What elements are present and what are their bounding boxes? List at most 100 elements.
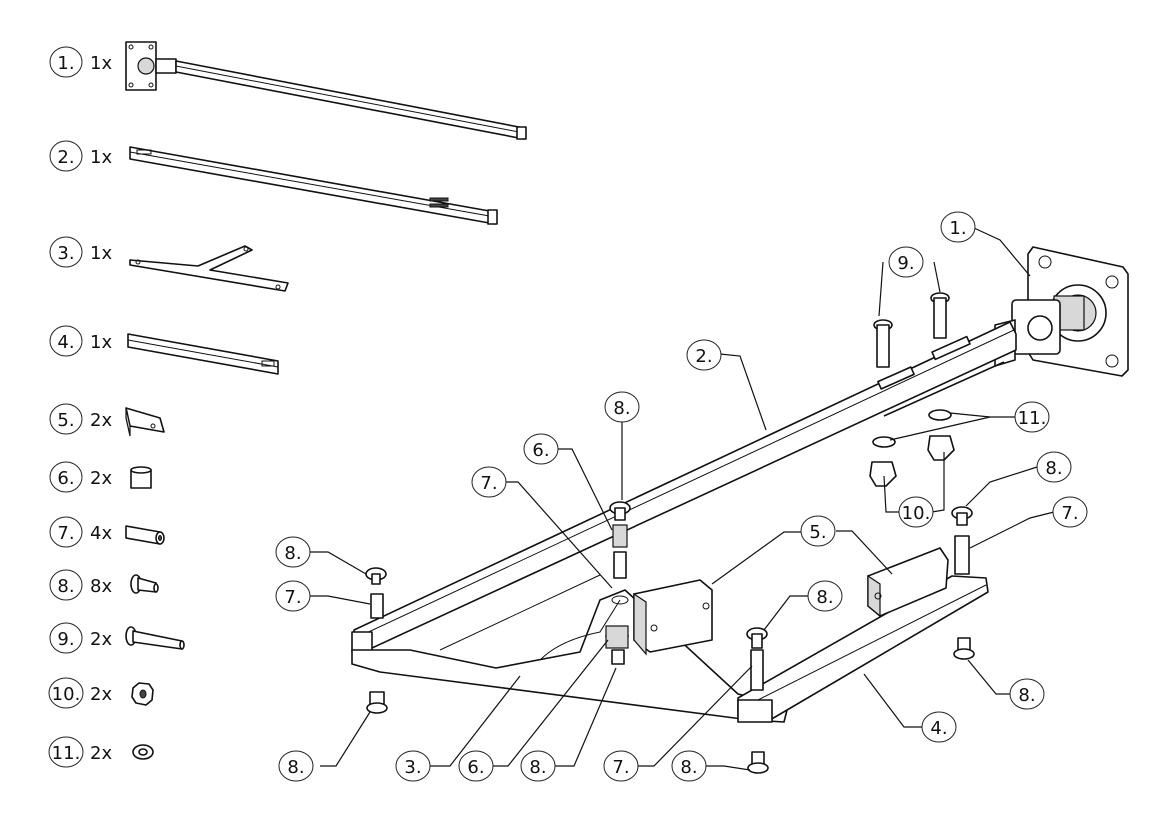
part-number: 8. (57, 576, 74, 597)
part-number: 6. (57, 468, 74, 489)
part-number: 7. (57, 523, 74, 544)
part-number: 2. (57, 147, 74, 168)
part-number: 4. (57, 332, 74, 353)
callout-label: 6. (467, 757, 484, 778)
callout-label: 9. (897, 253, 914, 274)
part-qty: 1x (90, 147, 112, 168)
part-qty: 2x (90, 410, 112, 431)
callout-label: 8. (1045, 458, 1062, 479)
callout-8: 8. (604, 391, 640, 423)
angle-bracket-right (867, 547, 949, 618)
washer-a (928, 409, 952, 421)
callout-2: 2. (686, 339, 722, 371)
lock-nut-icon (131, 682, 154, 706)
callout-label: 3. (404, 757, 421, 778)
callout-7: 7. (275, 580, 311, 612)
callout-8: 8. (1009, 678, 1045, 710)
callout-8: 8. (671, 750, 707, 782)
long-bolt-b (930, 292, 950, 339)
bolt-group-right (951, 506, 973, 575)
lock-nut-b (869, 461, 897, 487)
callout-label: 7. (480, 473, 497, 494)
washer-b (872, 436, 896, 448)
parts-list-row-4: 4. 1x (49, 325, 279, 375)
part-number: 1. (57, 53, 74, 74)
part-qty: 1x (90, 243, 112, 264)
angle-bracket-icon (125, 407, 165, 437)
callout-8: 8. (275, 536, 311, 568)
callout-7: 7. (603, 750, 639, 782)
callout-7: 7. (1052, 496, 1088, 528)
bolt-group-center (609, 501, 631, 605)
parts-list: 1. 1x 2. 1x (48, 41, 527, 768)
callout-7: 7. (471, 466, 507, 498)
slotted-bar-icon (129, 146, 498, 225)
bolt-group-left (365, 567, 387, 619)
callout-1: 1. (940, 211, 976, 243)
main-bar (351, 321, 1017, 653)
callout-9: 9. (888, 246, 924, 278)
channel-bar-icon (127, 333, 279, 375)
callout-label: 8. (816, 587, 833, 608)
callout-label: 10. (902, 503, 931, 524)
part-qty: 2x (90, 684, 112, 705)
callout-6: 6. (458, 750, 494, 782)
callout-5: 5. (800, 515, 836, 547)
spacer-tube-icon (125, 525, 165, 545)
callout-label: 7. (284, 587, 301, 608)
callout-label: 5. (809, 522, 826, 543)
parts-list-row-1: 1. 1x (49, 41, 527, 140)
part-number: 3. (57, 243, 74, 264)
t-plate-icon (129, 245, 289, 292)
part-number: 11. (52, 743, 81, 764)
lock-nut-a (927, 435, 955, 461)
callout-label: 7. (1061, 503, 1078, 524)
long-bolt-icon (125, 626, 185, 650)
parts-list-row-2: 2. 1x (49, 140, 498, 225)
callout-label: 8. (529, 757, 546, 778)
callout-3: 3. (395, 750, 431, 782)
parts-list-row-9: 9. 2x (49, 622, 185, 654)
callout-label: 6. (532, 440, 549, 461)
parts-list-row-8: 8. 8x (49, 569, 159, 601)
assembly-view (351, 246, 1129, 774)
callout-label: 7. (612, 757, 629, 778)
callout-label: 4. (930, 718, 947, 739)
part-number: 10. (52, 684, 81, 705)
callout-6: 6. (523, 433, 559, 465)
callout-label: 8. (287, 757, 304, 778)
long-bolt-a (873, 319, 893, 368)
part-qty: 2x (90, 468, 112, 489)
washer-icon (132, 744, 154, 760)
parts-list-row-11: 11. 2x (48, 736, 154, 768)
callout-label: 2. (695, 346, 712, 367)
callout-label: 8. (284, 543, 301, 564)
callout-10: 10. (898, 496, 934, 528)
callout-8: 8. (1036, 451, 1072, 483)
part-qty: 2x (90, 629, 112, 650)
parts-list-row-7: 7. 4x (49, 516, 165, 548)
angle-bracket-left (633, 579, 713, 656)
callout-label: 8. (613, 398, 630, 419)
callout-4: 4. (921, 711, 957, 743)
bolt-group-mid (605, 625, 768, 691)
callouts: 1. 9. 2. 11. 8. 6. 7. 10. 8. 7. 5. 8. 7.… (275, 211, 1088, 782)
callout-label: 1. (949, 218, 966, 239)
short-bolt-icon (130, 574, 159, 594)
callout-11: 11. (1014, 401, 1050, 433)
channel-bar (737, 575, 989, 723)
parts-list-row-5: 5. 2x (49, 403, 165, 437)
parts-list-row-10: 10. 2x (48, 677, 154, 709)
parts-list-row-3: 3. 1x (49, 236, 289, 292)
callout-label: 8. (1018, 685, 1035, 706)
callout-8: 8. (807, 580, 843, 612)
callout-label: 8. (680, 757, 697, 778)
part-qty: 1x (90, 53, 112, 74)
parts-list-row-6: 6. 2x (49, 461, 152, 493)
part-number: 5. (57, 410, 74, 431)
callout-8: 8. (278, 750, 314, 782)
callout-label: 11. (1018, 408, 1047, 429)
callout-8: 8. (520, 750, 556, 782)
part-qty: 1x (90, 332, 112, 353)
